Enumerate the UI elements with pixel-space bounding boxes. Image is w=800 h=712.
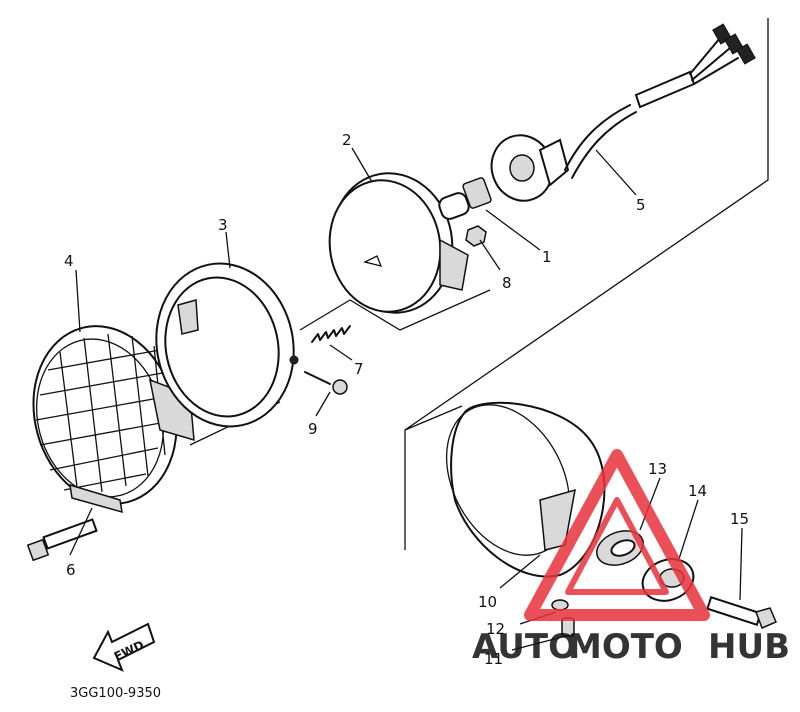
watermark-word-hub: HUB [708, 627, 790, 667]
callout-15: 15 [730, 510, 749, 528]
socket-cord [490, 23, 756, 202]
adjusting-spring [311, 325, 351, 343]
callout-1: 1 [542, 248, 552, 266]
callout-6: 6 [66, 561, 76, 579]
bolt-part [26, 518, 98, 562]
headlight-body [445, 401, 606, 578]
nut-part [465, 225, 487, 247]
callout-8: 8 [502, 274, 512, 292]
callout-13: 13 [648, 460, 667, 478]
fwd-arrow-icon: FWD [92, 622, 156, 672]
callout-10: 10 [478, 593, 497, 611]
grommet-part [596, 530, 644, 566]
callout-numbers: 2 3 4 5 1 8 7 9 6 10 12 11 13 14 15 [64, 131, 749, 668]
callout-12: 12 [486, 620, 505, 638]
washer-part [551, 599, 569, 611]
adjusting-screw [304, 371, 348, 395]
callout-4: 4 [64, 252, 74, 270]
watermark-word-moto: MOTO [568, 627, 683, 667]
mounting-bolt-part [706, 595, 777, 629]
headlight-rim [155, 262, 299, 428]
watermark-word-auto: AUTO [472, 627, 577, 667]
callout-7: 7 [354, 360, 364, 378]
group-outline-reflector [299, 289, 491, 331]
headlight-lens-unit [328, 172, 469, 314]
leader-lines [69, 147, 743, 651]
callout-2: 2 [342, 131, 352, 149]
callout-5: 5 [636, 196, 646, 214]
callout-11: 11 [484, 650, 503, 668]
callout-14: 14 [688, 482, 707, 500]
callout-3: 3 [218, 216, 228, 234]
part-code: 3GG100-9350 [70, 686, 161, 701]
headlight-bulb [438, 177, 492, 220]
callout-9: 9 [308, 420, 318, 438]
watermark-logo: AUTO MOTO HUB [472, 449, 790, 667]
